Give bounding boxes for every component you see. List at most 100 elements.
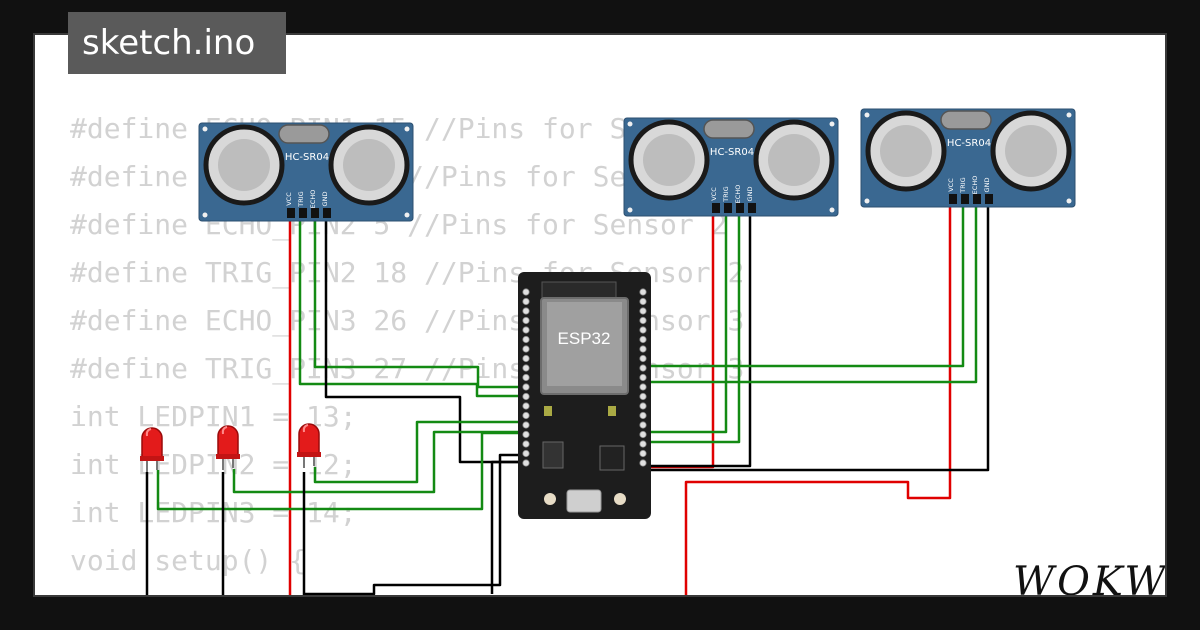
wire-s1-trig xyxy=(298,212,522,398)
wire-s3-trig xyxy=(646,207,965,368)
esp32-pin-right[interactable] xyxy=(639,430,647,439)
esp32-pin-left[interactable] xyxy=(522,383,530,391)
led-3[interactable] xyxy=(297,423,321,468)
esp32-pin-left[interactable] xyxy=(522,440,530,448)
sensor-pin-label: ECHO xyxy=(971,176,979,195)
wire-s2-vcc xyxy=(646,212,715,469)
esp32-pin-left[interactable] xyxy=(522,326,530,334)
crystal-oscillator xyxy=(278,124,330,144)
esp32-pin-left[interactable] xyxy=(522,316,530,325)
crystal-oscillator xyxy=(703,119,755,139)
esp32-pin-left[interactable] xyxy=(522,411,530,420)
sensor-pin-header[interactable] xyxy=(299,208,307,218)
esp32-pin-right[interactable] xyxy=(639,402,647,410)
esp32-pin-right[interactable] xyxy=(639,440,647,448)
esp32-pin-left[interactable] xyxy=(522,307,530,315)
wire-s3-echo xyxy=(646,207,978,384)
esp32-pin-right[interactable] xyxy=(639,411,647,420)
sensor-pin-label: TRIG xyxy=(722,186,730,202)
sensor-pin-header[interactable] xyxy=(311,208,319,218)
wire-s3-gnd xyxy=(646,207,990,472)
wire-s2-gnd xyxy=(646,212,752,468)
esp32-pin-right[interactable] xyxy=(639,383,647,391)
esp32-pin-left[interactable] xyxy=(522,421,530,429)
wire-s1-gnd xyxy=(324,212,522,464)
wire-led1 xyxy=(156,431,522,511)
esp32-pin-left[interactable] xyxy=(522,449,530,458)
esp32-pin-right[interactable] xyxy=(639,459,647,467)
sensor-pin-label: GND xyxy=(746,187,754,202)
esp32-pin-right[interactable] xyxy=(639,354,647,363)
sensor-pin-header[interactable] xyxy=(736,203,744,213)
esp32-pin-left[interactable] xyxy=(522,364,530,372)
sensor-pin-header[interactable] xyxy=(287,208,295,218)
diagram-canvas: #define ECHO_PIN1 15 //Pins for Sensor 1… xyxy=(33,33,1167,597)
esp32-pin-left[interactable] xyxy=(522,373,530,382)
sensor-pin-label: VCC xyxy=(285,192,293,206)
sensor-pin-header[interactable] xyxy=(949,194,957,204)
sensor-pin-header[interactable] xyxy=(961,194,969,204)
wire-gnd-bus-2 xyxy=(490,460,522,594)
esp32-pin-right[interactable] xyxy=(639,345,647,353)
esp32-pin-left[interactable] xyxy=(522,345,530,353)
esp32-pin-left[interactable] xyxy=(522,392,530,401)
sensor-pin-header[interactable] xyxy=(985,194,993,204)
sensor-pin-label: GND xyxy=(983,178,991,193)
sensor-pin-header[interactable] xyxy=(323,208,331,218)
esp32-pin-right[interactable] xyxy=(639,421,647,429)
esp32-pin-right[interactable] xyxy=(639,307,647,315)
esp32-pin-right[interactable] xyxy=(639,335,647,344)
led-1[interactable] xyxy=(140,427,164,472)
code-line: void setup() { xyxy=(70,544,307,577)
wire-s2-trig xyxy=(646,212,728,434)
esp32-pin-right[interactable] xyxy=(639,449,647,458)
voltage-regulator xyxy=(542,441,564,469)
usb-port xyxy=(566,489,602,513)
wire-led2 xyxy=(232,430,522,494)
sensor-pin-header[interactable] xyxy=(748,203,756,213)
esp32-pin-right[interactable] xyxy=(639,392,647,401)
sensor-pin-label: GND xyxy=(321,192,329,207)
esp32-pin-left[interactable] xyxy=(522,459,530,467)
sensor-label: HC-SR04 xyxy=(710,147,754,158)
wire-led3 xyxy=(313,420,522,484)
crystal-oscillator xyxy=(940,110,992,130)
sensor-label: HC-SR04 xyxy=(285,152,329,163)
sensor-pin-label: VCC xyxy=(710,187,718,201)
esp32-pin-left[interactable] xyxy=(522,297,530,306)
esp32-pin-left[interactable] xyxy=(522,354,530,363)
code-line: int LEDPIN1 = 13; xyxy=(70,400,357,433)
sensor-pin-label: TRIG xyxy=(959,177,967,193)
esp32-pin-right[interactable] xyxy=(639,297,647,306)
code-line: int LEDPIN3 = 14; xyxy=(70,496,357,529)
sensor-pin-label: ECHO xyxy=(734,185,742,204)
sensor-pin-header[interactable] xyxy=(724,203,732,213)
sensor-pin-label: TRIG xyxy=(297,191,305,207)
led-2[interactable] xyxy=(216,425,240,470)
esp32-pin-right[interactable] xyxy=(639,373,647,382)
esp32-pin-left[interactable] xyxy=(522,402,530,410)
wokwi-logo[interactable]: WOKWi xyxy=(1013,559,1167,597)
led-lens xyxy=(217,425,239,457)
sensor-pin-label: VCC xyxy=(947,178,955,192)
esp32-pin-left[interactable] xyxy=(522,335,530,344)
esp32-pin-left[interactable] xyxy=(522,288,530,296)
sensor-pin-label: ECHO xyxy=(309,190,317,209)
sensor-pin-header[interactable] xyxy=(973,194,981,204)
esp32-pin-right[interactable] xyxy=(639,326,647,334)
sketch-filename-tab[interactable]: sketch.ino xyxy=(68,12,286,74)
wire-s3-vcc xyxy=(684,207,952,595)
boot-button xyxy=(544,493,556,505)
wire-s2-echo xyxy=(646,212,741,444)
sensor-pin-header[interactable] xyxy=(712,203,720,213)
esp32-pin-right[interactable] xyxy=(639,316,647,325)
esp32-pin-right[interactable] xyxy=(639,364,647,372)
esp32-pin-right[interactable] xyxy=(639,288,647,296)
wire-s1-echo xyxy=(313,212,522,389)
sensor-label: HC-SR04 xyxy=(947,138,991,149)
esp32-pin-left[interactable] xyxy=(522,430,530,439)
